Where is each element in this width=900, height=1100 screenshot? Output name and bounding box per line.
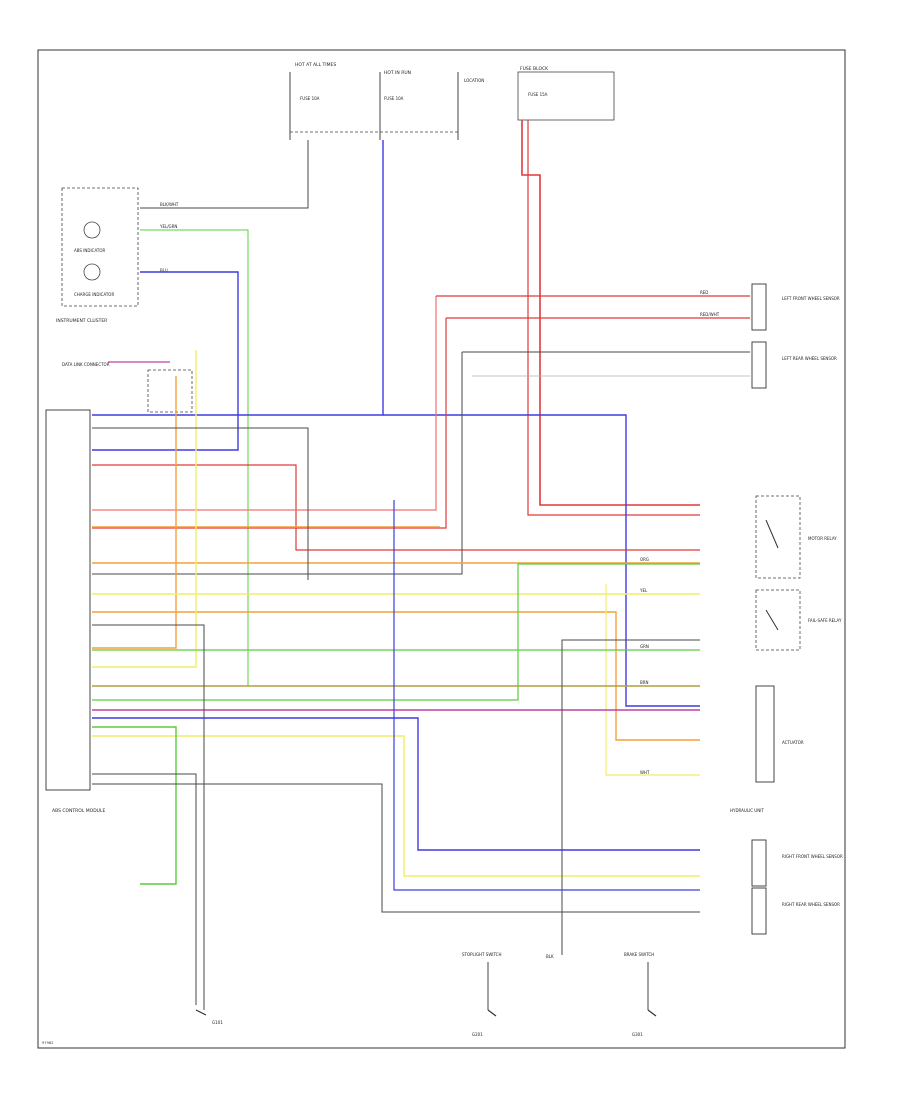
- fuse-a-label: FUSE 10A: [300, 96, 320, 101]
- data-link-label: DATA LINK CONNECTOR: [62, 362, 110, 367]
- wire-blue-right-front: [92, 717, 700, 851]
- wire-gray-left-rear-v: [92, 352, 463, 575]
- actuator-note: HYDRAULIC UNIT: [730, 808, 764, 813]
- abs-control-module: ABS CONTROL MODULE: [45, 409, 105, 814]
- brake-switch-label: BRAKE SWITCH: [624, 952, 654, 957]
- left-front-sensor: LEFT FRONT WHEEL SENSOR: [751, 283, 840, 331]
- ground-right-icon: [647, 1009, 657, 1017]
- wire-pink-left-front-2: [92, 318, 447, 529]
- frame-label: 97982: [42, 1041, 53, 1045]
- brake-switch: BRAKE SWITCH: [624, 952, 654, 1010]
- location-label: LOCATION: [464, 78, 484, 83]
- motor-relay-label: MOTOR RELAY: [808, 536, 837, 541]
- power-feed-area: HOT AT ALL TIMES HOT IN RUN FUSE 10A FUS…: [289, 62, 615, 140]
- wire-tag-red: RED: [700, 290, 708, 295]
- ground-mid-label: G201: [472, 1032, 483, 1037]
- wire-gray-right-rear: [92, 783, 700, 913]
- left-front-sensor-label: LEFT FRONT WHEEL SENSOR: [782, 296, 840, 301]
- wire-orange-data-link: [92, 376, 177, 649]
- ground-right: G301: [632, 1009, 657, 1037]
- right-front-sensor-label: RIGHT FRONT WHEEL SENSOR: [782, 854, 843, 859]
- wire-gray-cluster: [140, 140, 309, 209]
- wire-red-relay-feed: [527, 120, 700, 516]
- stoplight-switch: STOPLIGHT SWITCH: [462, 952, 501, 1010]
- instrument-cluster: ABS INDICATOR CHARGE INDICATOR INSTRUMEN…: [56, 187, 179, 324]
- wire-orange-actuator: [92, 611, 700, 741]
- abs-indicator-label: ABS INDICATOR: [74, 248, 105, 253]
- wire-green-switch: [92, 726, 177, 885]
- wire-tag-yel: YEL: [639, 588, 648, 593]
- wire-blue-sensor-bus: [383, 414, 700, 707]
- wire-green-fail-safe: [92, 563, 700, 701]
- wire-red-left-front: [92, 464, 700, 551]
- wire-yellow-actuator-2: [605, 584, 700, 776]
- hot-in-run-label: HOT IN RUN: [384, 70, 411, 76]
- motor-relay: MOTOR RELAY: [755, 495, 837, 579]
- instrument-cluster-label: INSTRUMENT CLUSTER: [56, 318, 107, 324]
- fuse-block-label: FUSE BLOCK: [520, 66, 549, 72]
- ground-mid-icon: [487, 1009, 497, 1017]
- wire-tag-org: ORG: [640, 557, 649, 562]
- hot-at-all-times-label: HOT AT ALL TIMES: [295, 62, 336, 68]
- diagram-frame: [37, 49, 846, 1049]
- abs-module-label: ABS CONTROL MODULE: [52, 808, 105, 814]
- ground-left: G101: [195, 1009, 223, 1025]
- left-rear-sensor-label: LEFT REAR WHEEL SENSOR: [782, 356, 837, 361]
- wire-tag-red-wht: RED/WHT: [700, 312, 720, 317]
- wire-tag-grn: GRN: [640, 644, 649, 649]
- actuator: ACTUATOR HYDRAULIC UNIT: [730, 685, 804, 813]
- charge-indicator-label: CHARGE INDICATOR: [74, 292, 114, 297]
- wire-gray-to-cluster: [92, 427, 309, 580]
- wire-tag-blu: BLU: [160, 268, 168, 273]
- fail-safe-relay: FAIL-SAFE RELAY: [755, 589, 842, 651]
- ground-left-icon: [195, 1009, 207, 1016]
- ground-right-label: G301: [632, 1032, 643, 1037]
- actuator-label: ACTUATOR: [782, 740, 804, 745]
- ground-mid: G201: [472, 1009, 497, 1037]
- fuse-c-label: FUSE 15A: [528, 92, 548, 97]
- ground-left-label: G101: [212, 1020, 223, 1025]
- wire-tag-blk-wht: BLK/WHT: [160, 202, 179, 207]
- wire-blue-cluster: [92, 271, 239, 451]
- stoplight-switch-label: STOPLIGHT SWITCH: [462, 952, 501, 957]
- wire-yellow-actuator: [92, 735, 700, 877]
- wire-gray-relay-ground: [561, 639, 700, 955]
- wire-tag-yel-grn: YEL/GRN: [159, 224, 177, 229]
- wire-yellow-data-link: [92, 350, 197, 668]
- wire-tag-blk: BLK: [546, 954, 554, 959]
- wire-tag-brn: BRN: [640, 680, 649, 685]
- wire-gray-ground-left: [92, 624, 205, 1010]
- wire-tag-wht: WHT: [640, 770, 650, 775]
- right-rear-sensor: RIGHT REAR WHEEL SENSOR: [751, 887, 840, 935]
- right-rear-sensor-label: RIGHT REAR WHEEL SENSOR: [782, 902, 840, 907]
- wire-green-cluster: [140, 229, 249, 686]
- abs-indicator-bulb-icon: [83, 221, 101, 239]
- fuse-b-label: FUSE 10A: [384, 96, 404, 101]
- data-link-connector: DATA LINK CONNECTOR: [62, 362, 193, 413]
- left-rear-sensor: LEFT REAR WHEEL SENSOR: [751, 341, 837, 389]
- right-front-sensor: RIGHT FRONT WHEEL SENSOR: [751, 839, 843, 887]
- fail-safe-relay-label: FAIL-SAFE RELAY: [808, 618, 842, 623]
- wire-pink-left-front: [92, 296, 437, 511]
- charge-indicator-bulb-icon: [83, 263, 101, 281]
- wire-red-fuse-feed: [521, 120, 700, 506]
- wire-gray-ground-left-2: [92, 773, 197, 1005]
- wire-blue-right-rear: [393, 500, 700, 891]
